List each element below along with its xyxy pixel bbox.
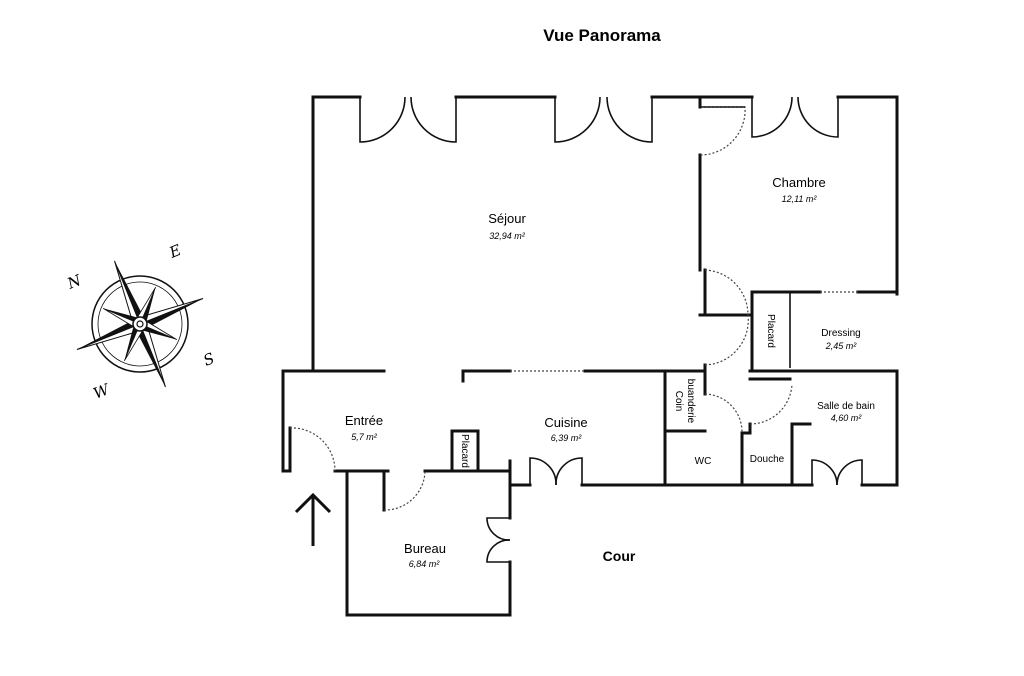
room-area-sejour: 32,94 m² — [489, 231, 526, 241]
room-name-sejour: Séjour — [488, 211, 526, 226]
room-name-wc: WC — [695, 456, 712, 467]
room-area-dressing: 2,45 m² — [825, 341, 858, 351]
room-labels: Séjour 32,94 m² Chambre 12,11 m² Dressin… — [345, 175, 875, 569]
openings — [510, 291, 858, 372]
room-name-cuisine: Cuisine — [544, 415, 587, 430]
room-name-placard-entree: Placard — [459, 434, 470, 468]
arrow-up-icon — [294, 492, 332, 546]
room-name-douche: Douche — [750, 454, 785, 465]
room-name-buanderie: buanderie — [685, 379, 696, 424]
compass-s: S — [201, 349, 217, 370]
room-name-bureau: Bureau — [404, 541, 446, 556]
compass-e: E — [166, 241, 184, 262]
room-area-chambre: 12,11 m² — [782, 194, 818, 204]
room-name-entree: Entrée — [345, 413, 383, 428]
plan-title: Vue Panorama — [543, 26, 661, 45]
room-name-salle-de-bain: Salle de bain — [817, 401, 875, 412]
room-name-coin: Coin — [673, 391, 684, 412]
doors — [289, 96, 863, 563]
walls — [281, 95, 899, 617]
compass-rose-icon: N E S W — [64, 241, 217, 403]
room-name-placard-dressing: Placard — [765, 314, 776, 348]
room-area-entree: 5,7 m² — [351, 432, 378, 442]
room-area-cuisine: 6,39 m² — [551, 433, 583, 443]
room-area-bureau: 6,84 m² — [409, 559, 441, 569]
room-name-dressing: Dressing — [821, 328, 860, 339]
room-area-salle-de-bain: 4,60 m² — [831, 413, 863, 423]
compass-n: N — [64, 271, 85, 293]
compass-w: W — [91, 380, 114, 403]
room-name-chambre: Chambre — [772, 175, 825, 190]
cour-label: Cour — [603, 548, 636, 564]
